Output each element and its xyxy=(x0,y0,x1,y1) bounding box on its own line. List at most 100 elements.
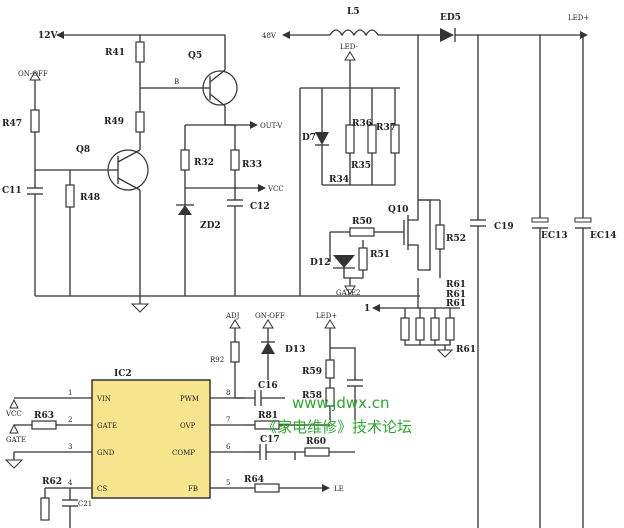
vcc-arrow-icon xyxy=(258,184,266,192)
label-r33: R33 xyxy=(242,160,262,170)
resistor-r36 xyxy=(345,124,355,154)
label-r35: R35 xyxy=(351,161,371,171)
ground-r61-icon xyxy=(436,349,454,358)
resistor-r63 xyxy=(31,420,57,430)
adj-arrow-icon xyxy=(229,319,241,329)
label-r62: R62 xyxy=(42,477,62,487)
label-r61-b: R61 xyxy=(446,290,466,300)
resistor-r59 xyxy=(325,359,335,379)
ic2-chip xyxy=(91,379,211,499)
resistor-r47 xyxy=(30,109,40,133)
label-r92: R92 xyxy=(210,356,224,364)
pin-num-3: 3 xyxy=(68,443,72,451)
label-r58: R58 xyxy=(302,391,322,401)
capacitor-ec14 xyxy=(574,217,592,223)
label-r36: R36 xyxy=(352,119,372,129)
label-r81: R81 xyxy=(258,411,278,421)
ground-left-icon xyxy=(130,303,150,313)
label-d12: D12 xyxy=(310,258,330,268)
resistor-r61-d xyxy=(445,317,455,341)
pin-num-1: 1 xyxy=(68,389,72,397)
label-ic2: IC2 xyxy=(114,369,132,379)
resistor-r33 xyxy=(230,149,240,171)
label-r41: R41 xyxy=(105,48,125,58)
label-c17: C17 xyxy=(260,435,280,445)
label-on-off-1: ON-OFF xyxy=(18,70,48,78)
label-vcc-1: VCC xyxy=(267,185,284,193)
label-c12: C12 xyxy=(250,202,270,212)
label-gate2: GATE2 xyxy=(336,289,361,297)
label-ed5: ED5 xyxy=(440,13,461,23)
label-r61-c: R61 xyxy=(446,299,466,309)
label-d7: D7 xyxy=(302,133,316,143)
label-ec13: EC13 xyxy=(541,231,568,241)
resistor-r64 xyxy=(254,483,280,493)
diode-d7 xyxy=(315,132,329,145)
label-r34: R34 xyxy=(329,175,349,185)
diode-d13 xyxy=(261,342,275,354)
pin-num-7: 7 xyxy=(226,416,230,424)
label-q8: Q8 xyxy=(76,145,90,155)
label-r50: R50 xyxy=(352,217,372,227)
resistor-r61-a xyxy=(400,317,410,341)
label-r63: R63 xyxy=(34,411,54,421)
resistor-r49 xyxy=(135,111,145,133)
led-minus-arrow-icon xyxy=(344,51,356,61)
inductor-l5 xyxy=(329,29,379,37)
label-q10: Q10 xyxy=(388,205,408,215)
resistor-r61-b xyxy=(415,317,425,341)
resistor-r92 xyxy=(230,341,240,363)
watermark-url: www.jdwx.cn xyxy=(292,394,390,412)
label-c11: C11 xyxy=(2,186,22,196)
label-adj: ADJ xyxy=(225,312,240,320)
resistor-r62 xyxy=(40,497,50,521)
arrow-12v-icon xyxy=(56,31,64,39)
label-le: LE xyxy=(334,485,344,493)
label-r32: R32 xyxy=(194,158,214,168)
label-led-plus-2: LED+ xyxy=(316,312,337,320)
label-r52: R52 xyxy=(446,234,466,244)
label-vcc-2: VCC xyxy=(5,410,22,418)
pin-label-comp: COMP xyxy=(172,449,195,457)
pin-num-4: 4 xyxy=(68,479,73,487)
zener-zd2 xyxy=(178,205,192,215)
label-gate-in: GATE xyxy=(6,436,26,444)
le-arrow-icon xyxy=(322,484,330,492)
pin-label-fb: FB xyxy=(188,485,198,493)
label-r49: R49 xyxy=(104,117,124,127)
diode-ed5 xyxy=(440,28,454,42)
label-r59: R59 xyxy=(302,367,322,377)
label-c19: C19 xyxy=(494,222,514,232)
resistor-r35 xyxy=(367,124,377,154)
label-r51: R51 xyxy=(370,250,390,260)
pin-label-vin: VIN xyxy=(96,395,111,403)
label-b: B xyxy=(174,78,179,86)
watermark-text: 《家电维修》技术论坛 xyxy=(262,418,412,436)
resistor-r61-c xyxy=(430,317,440,341)
label-r60: R60 xyxy=(306,437,326,447)
wire-12v xyxy=(62,34,226,55)
label-ec14: EC14 xyxy=(590,231,617,241)
pin-label-cs: CS xyxy=(97,485,107,493)
label-on-off-2: ON-OFF xyxy=(255,312,285,320)
label-out-v: OUT-V xyxy=(260,122,283,130)
resistor-r51 xyxy=(358,247,368,271)
label-led-minus: LED- xyxy=(340,43,359,51)
label-r61-d: R61 xyxy=(456,345,476,355)
label-48v: 48V xyxy=(262,32,277,40)
resistor-r60 xyxy=(304,447,330,457)
resistor-r52 xyxy=(435,224,445,250)
label-r64: R64 xyxy=(244,475,264,485)
label-zd2: ZD2 xyxy=(200,221,221,231)
pin-label-ovp: OVP xyxy=(180,422,196,430)
resistor-r50 xyxy=(349,227,375,237)
label-r48: R48 xyxy=(80,193,100,203)
label-l5: L5 xyxy=(347,7,360,17)
label-led-plus-1: LED+ xyxy=(568,14,589,22)
pin-num-8: 8 xyxy=(226,389,230,397)
resistor-r41 xyxy=(135,41,145,63)
label-one: 1 xyxy=(364,304,370,314)
label-r47: R47 xyxy=(2,119,22,129)
